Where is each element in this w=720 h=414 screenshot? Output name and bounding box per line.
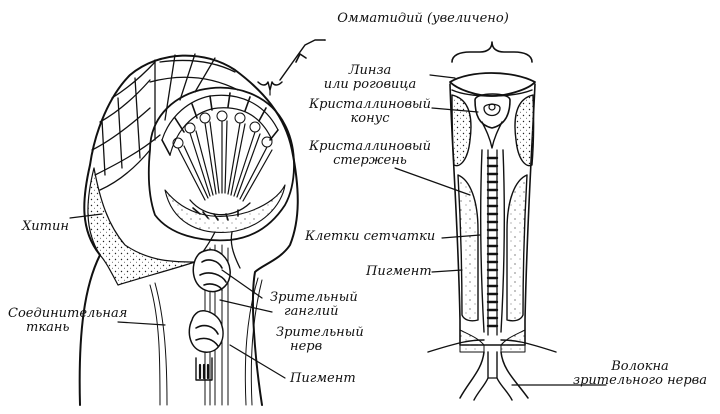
compound-eye-whole <box>78 53 299 406</box>
lens-label-line2: или роговица <box>323 77 417 92</box>
connective-label-line1: Соединительная <box>8 306 128 321</box>
ommatidium-title: Омматидий (увеличено) <box>337 11 509 26</box>
nerve-fibers-label: Волокна зрительного нерва <box>565 360 715 388</box>
nerve-label-line1: Зрительный <box>276 325 364 340</box>
fibers-label-line2: зрительного нерва <box>573 373 707 388</box>
cone-label-line2: конус <box>350 111 390 126</box>
chitin-label: Хитин <box>22 219 69 234</box>
nerve-label-line2: нерв <box>290 339 323 354</box>
optic-nerve-label: Зрительный нерв <box>276 326 364 354</box>
optic-ganglion-label: Зрительный ганглий <box>270 291 358 319</box>
crystalline-cone-label: Кристаллиновый конус <box>305 98 435 126</box>
pigment-left-label: Пигмент <box>290 371 356 386</box>
ommatidium-callout-bracket <box>257 39 533 96</box>
ganglion-label-line1: Зрительный <box>270 290 358 305</box>
lens-label: Линза или роговица <box>305 64 435 92</box>
pigment-right-label: Пигмент <box>366 264 432 279</box>
leader-lines <box>69 74 607 386</box>
cone-label-line1: Кристаллиновый <box>309 97 431 112</box>
ganglion-label-line2: ганглий <box>284 304 339 319</box>
crystalline-rod-label: Кристаллиновый стержень <box>305 140 435 168</box>
rod-label-line2: стержень <box>333 153 407 168</box>
ommatidium-enlarged <box>427 72 557 401</box>
connective-tissue-label: Соединительная ткань <box>8 307 127 335</box>
connective-label-line2: ткань <box>26 320 70 335</box>
fibers-label-line1: Волокна <box>611 359 669 374</box>
retina-cells-label: Клетки сетчатки <box>305 229 436 244</box>
rod-label-line1: Кристаллиновый <box>309 139 431 154</box>
lens-label-line1: Линза <box>348 63 392 78</box>
